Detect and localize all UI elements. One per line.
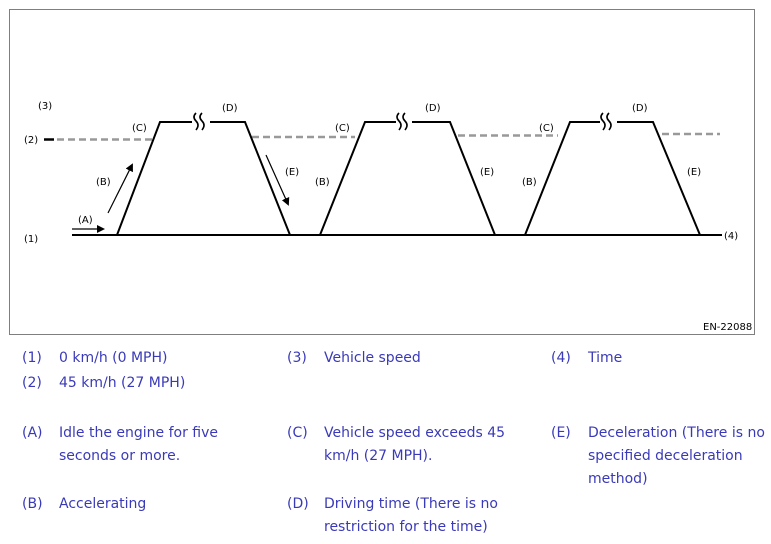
legend-item-E: (E) Deceleration (There is no specified … xyxy=(551,422,766,491)
threshold-line xyxy=(57,132,720,141)
break-icon xyxy=(606,112,612,131)
legend-item-2: (2) 45 km/h (27 MPH) xyxy=(22,372,272,395)
cycle-1-tail xyxy=(210,121,291,236)
legend-item-C: (C) Vehicle speed exceeds 45 km/h (27 MP… xyxy=(287,422,537,468)
accelerate-arrow-icon xyxy=(107,163,133,214)
decelerate-arrow-icon xyxy=(265,154,290,206)
legend-text: Vehicle speed xyxy=(324,350,421,366)
legend-text: Time xyxy=(588,350,623,366)
break-icon xyxy=(193,112,199,131)
legend-item-1: (1) 0 km/h (0 MPH) xyxy=(22,347,272,370)
legend-key: (3) xyxy=(287,350,307,366)
label-B-2: (B) xyxy=(315,177,330,188)
label-D-3: (D) xyxy=(632,103,648,114)
cycle-2-tail xyxy=(412,121,496,236)
cycle-2 xyxy=(319,121,396,236)
legend-text: Vehicle speed exceeds 45 km/h (27 MPH). xyxy=(324,425,506,464)
legend-key: (E) xyxy=(551,425,571,441)
break-icon xyxy=(402,112,408,131)
legend-text: Driving time (There is no restriction fo… xyxy=(324,496,498,535)
legend-item-D: (D) Driving time (There is no restrictio… xyxy=(287,493,537,539)
label-1: (1) xyxy=(24,234,38,245)
label-D-2: (D) xyxy=(425,103,441,114)
speed-time-diagram: (3) (2) (1) (4) (A) (B) (B) (B) (C) (C) … xyxy=(24,101,752,333)
speed-cycles xyxy=(116,121,701,236)
label-A: (A) xyxy=(78,215,93,226)
label-B-3: (B) xyxy=(522,177,537,188)
legend-item-3: (3) Vehicle speed xyxy=(287,347,537,370)
label-4: (4) xyxy=(724,231,738,242)
time-break-symbols xyxy=(193,112,612,131)
legend-key: (C) xyxy=(287,425,308,441)
label-E-2: (E) xyxy=(480,167,494,178)
cycle-3-tail xyxy=(617,121,701,236)
legend-text: Deceleration (There is no specified dece… xyxy=(588,425,765,487)
break-icon xyxy=(396,112,402,131)
legend-key: (B) xyxy=(22,496,43,512)
label-B-1: (B) xyxy=(96,177,111,188)
legend-key: (2) xyxy=(22,375,42,391)
legend-item-B: (B) Accelerating xyxy=(22,493,272,516)
legend-text: 0 km/h (0 MPH) xyxy=(59,350,168,366)
label-D-1: (D) xyxy=(222,103,238,114)
legend-key: (D) xyxy=(287,496,309,512)
legend-text: 45 km/h (27 MPH) xyxy=(59,375,186,391)
legend-key: (A) xyxy=(22,425,43,441)
figure-code: EN-22088 xyxy=(703,322,752,333)
diagram-frame xyxy=(9,9,755,335)
label-E-1: (E) xyxy=(285,167,299,178)
label-C-3: (C) xyxy=(539,123,554,134)
legend-item-4: (4) Time xyxy=(551,347,761,370)
legend-text: Accelerating xyxy=(59,496,147,512)
legend-key: (4) xyxy=(551,350,571,366)
label-C-2: (C) xyxy=(335,123,350,134)
legend-text: Idle the engine for five seconds or more… xyxy=(59,425,219,464)
legend-item-A: (A) Idle the engine for five seconds or … xyxy=(22,422,272,468)
legend-key: (1) xyxy=(22,350,42,366)
break-icon xyxy=(199,112,205,131)
label-E-3: (E) xyxy=(687,167,701,178)
break-icon xyxy=(600,112,606,131)
cycle-1 xyxy=(116,121,192,236)
label-2: (2) xyxy=(24,135,38,146)
cycle-3 xyxy=(524,121,600,236)
label-3: (3) xyxy=(38,101,52,112)
label-C-1: (C) xyxy=(132,123,147,134)
